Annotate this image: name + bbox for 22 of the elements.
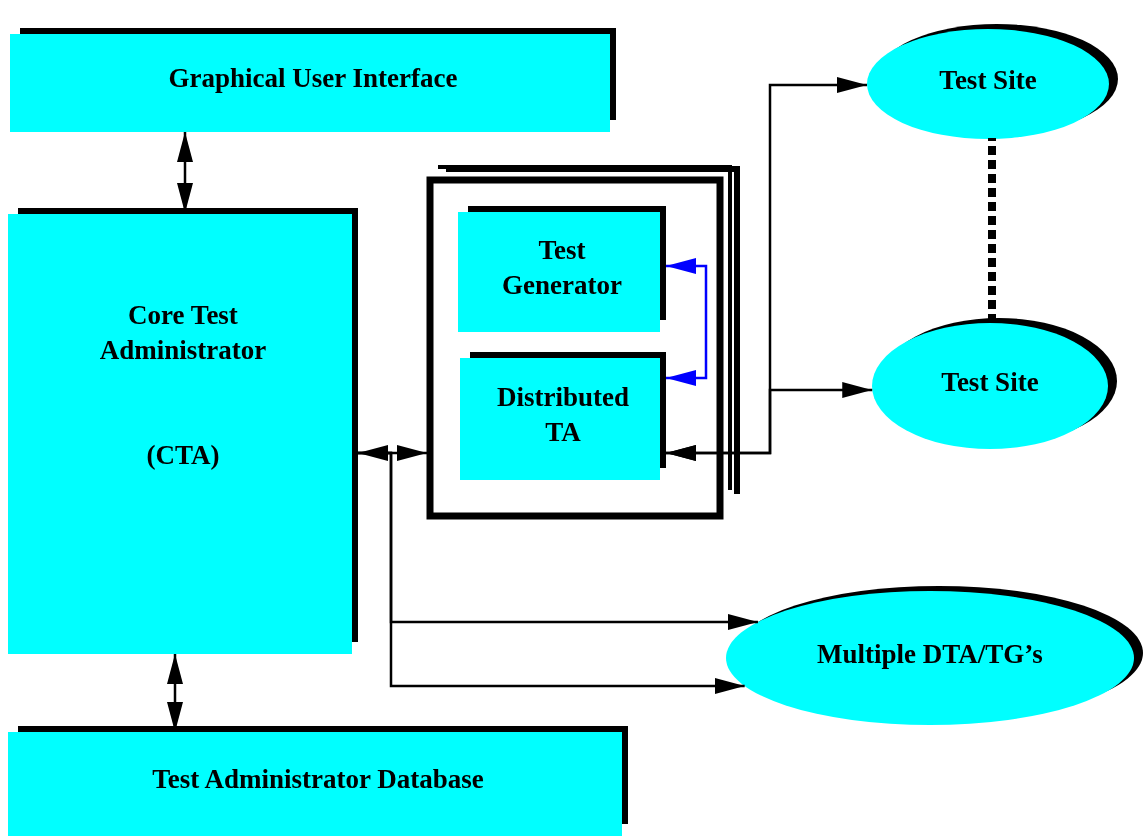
arrow	[666, 382, 873, 461]
process-box	[458, 204, 666, 332]
node-label: Distributed TA	[496, 380, 630, 449]
node-label: (CTA)	[146, 439, 220, 473]
arrow	[358, 451, 745, 694]
node-label: Test Generator	[501, 233, 623, 302]
dashed-line	[988, 138, 996, 320]
node-label: Core Test Administrator	[98, 299, 268, 368]
node-label: Graphical User Interface	[168, 62, 458, 96]
node-label: Test Administrator Database	[152, 763, 484, 797]
process-box	[8, 206, 358, 654]
process-box	[460, 350, 666, 480]
process-ellipse	[866, 22, 1120, 140]
node-label: Multiple DTA/TG’s	[817, 638, 1043, 672]
process-box	[10, 26, 616, 132]
process-ellipse	[725, 584, 1145, 726]
process-box	[8, 724, 628, 836]
node-label: Test Site	[939, 64, 1037, 98]
process-ellipse	[871, 316, 1119, 450]
arrow	[666, 258, 708, 386]
node-label: Test Site	[941, 366, 1039, 400]
stacked-frame	[426, 164, 742, 520]
